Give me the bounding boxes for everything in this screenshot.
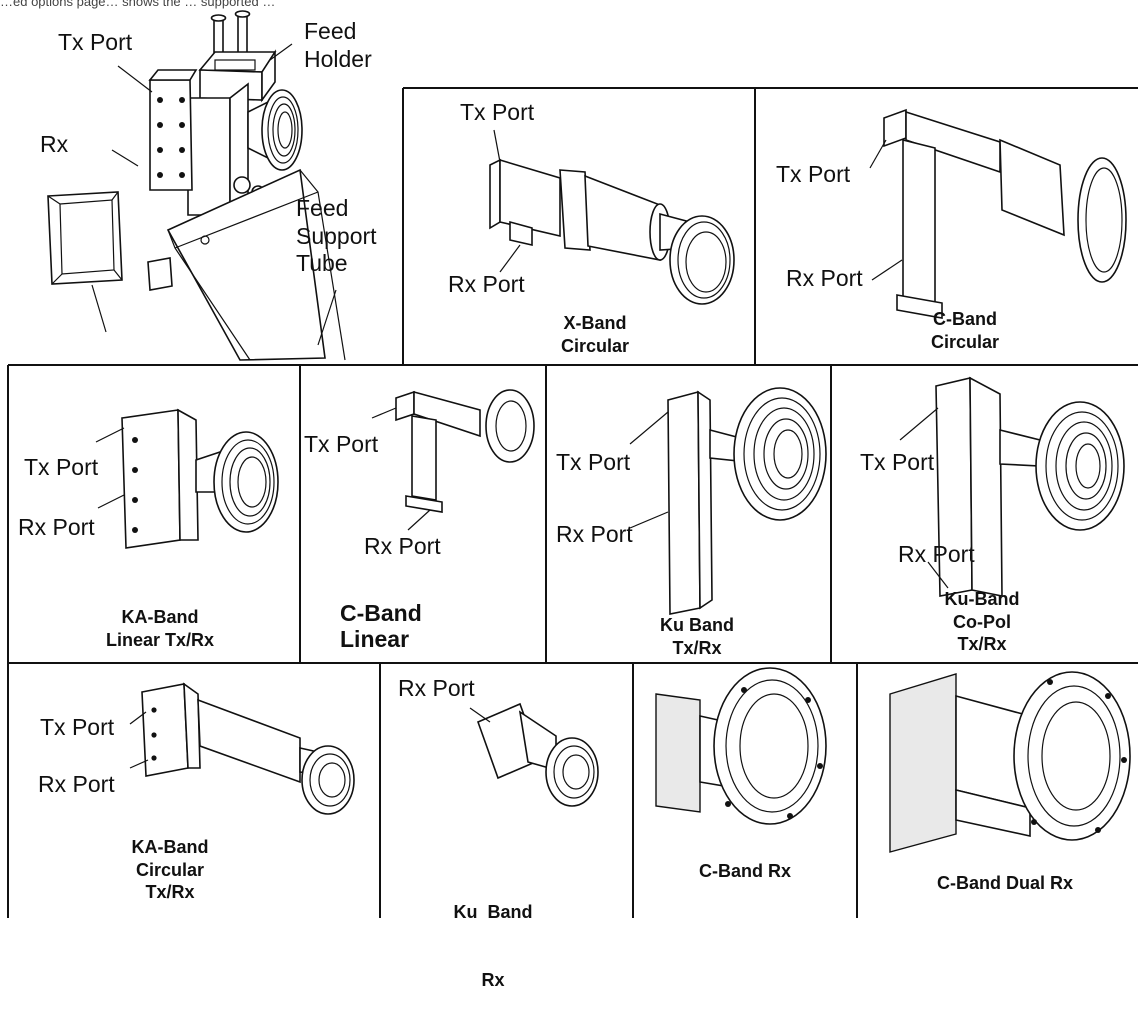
c-band-circ-tx-port-label: Tx Port	[776, 161, 851, 187]
ka-circ-tx-port-label: Tx Port	[40, 714, 115, 740]
ka-linear-rx-port-label: Rx Port	[18, 514, 95, 540]
c-linear-rx-port-label: Rx Port	[364, 533, 441, 559]
ku-band-txrx-caption: Ku Band Tx/Rx	[660, 615, 734, 658]
feed-c-band-dual-rx-illustration	[889, 671, 1131, 853]
feed-c-band-linear-illustration	[371, 389, 535, 531]
feed-c-band-circular-illustration	[869, 108, 1127, 319]
ku-copol-rx-port-label: Rx Port	[898, 541, 975, 567]
feed-c-band-rx-illustration	[655, 667, 827, 825]
diagram-artwork	[7, 10, 1138, 918]
feed-ku-band-txrx-illustration	[629, 387, 827, 615]
ka-band-circular-caption: KA-Band Circular Tx/Rx	[131, 837, 209, 902]
assembly-rx-label: Rx	[40, 131, 69, 157]
ku-copol-tx-port-label: Tx Port	[860, 449, 935, 475]
c-band-circular-caption: C-Band Circular	[930, 309, 1000, 352]
feed-options-diagram: …ed options page… shows the … supported …	[0, 0, 1138, 990]
x-band-tx-port-label: Tx Port	[460, 99, 535, 125]
x-band-circular-caption: X-Band Circular	[560, 313, 630, 356]
ku-band-copol-caption: Ku-Band Co-Pol Tx/Rx	[944, 589, 1020, 654]
c-linear-tx-port-label: Tx Port	[304, 431, 379, 457]
c-band-circ-rx-port-label: Rx Port	[786, 265, 863, 291]
feed-ka-band-circular-illustration	[129, 682, 355, 815]
feed-assembly-illustration	[47, 10, 346, 361]
cell-borders	[7, 87, 1138, 918]
x-band-rx-port-label: Rx Port	[448, 271, 525, 297]
assembly-feed-holder-label: Feed Holder	[304, 18, 372, 72]
assembly-feed-support-tube-label: Feed Support Tube	[296, 195, 377, 277]
ka-linear-tx-port-label: Tx Port	[24, 454, 99, 480]
assembly-tx-port-label: Tx Port	[58, 29, 133, 55]
c-band-rx-caption: C-Band Rx	[698, 861, 791, 881]
ku-band-rx-caption: Ku Band Rx	[453, 902, 533, 990]
feed-x-band-circular-illustration	[489, 129, 735, 305]
c-band-linear-caption: C-Band Linear	[340, 600, 422, 653]
ku-txrx-rx-port-label: Rx Port	[556, 521, 633, 547]
feed-ku-band-copol-illustration	[899, 376, 1125, 597]
page-caption: …ed options page… shows the … supported …	[0, 0, 276, 9]
feed-ku-band-rx-illustration	[469, 702, 599, 807]
ku-txrx-tx-port-label: Tx Port	[556, 449, 631, 475]
c-band-dual-rx-caption: C-Band Dual Rx	[936, 873, 1073, 893]
ku-rx-rx-port-label: Rx Port	[398, 675, 475, 701]
ka-circ-rx-port-label: Rx Port	[38, 771, 115, 797]
feed-ka-band-linear-illustration	[95, 408, 279, 549]
ka-band-linear-caption: KA-Band Linear Tx/Rx	[105, 607, 215, 650]
